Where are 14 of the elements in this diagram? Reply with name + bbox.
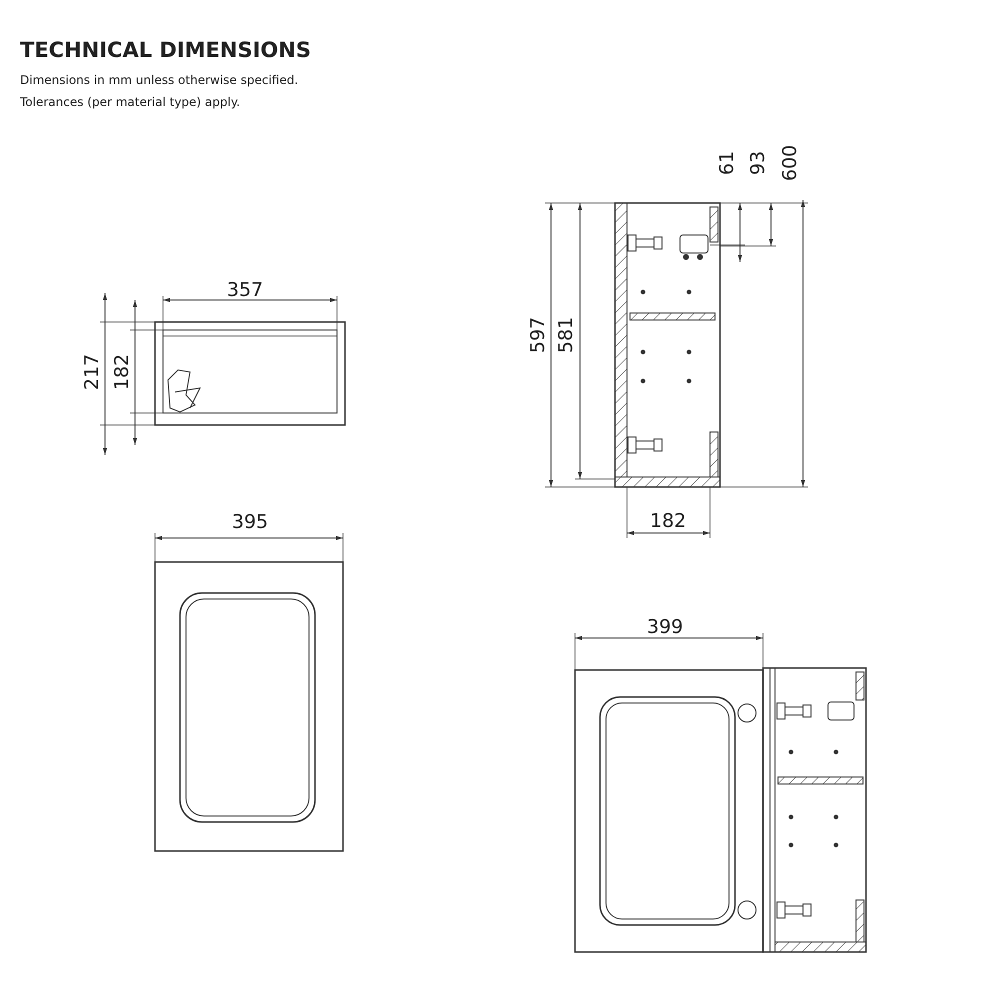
dimension-label: 182 [650,511,686,531]
dimension-label: 399 [646,617,684,637]
dimension-label: 357 [226,280,264,300]
dimension-label: 61 [717,150,737,176]
dimension-label: 597 [528,316,548,354]
dimension-label: 600 [780,144,800,182]
dimension-label: 395 [232,512,268,532]
note-text: Dimensions in mm unless otherwise specified. [20,73,298,87]
page-title: TECHNICAL DIMENSIONS [20,38,311,62]
dimension-label: 182 [112,354,132,390]
dimension-label: 217 [82,354,102,390]
dimension-label: 93 [748,150,768,176]
note-text: Tolerances (per material type) apply. [20,95,240,109]
dimension-label: 581 [556,316,576,354]
